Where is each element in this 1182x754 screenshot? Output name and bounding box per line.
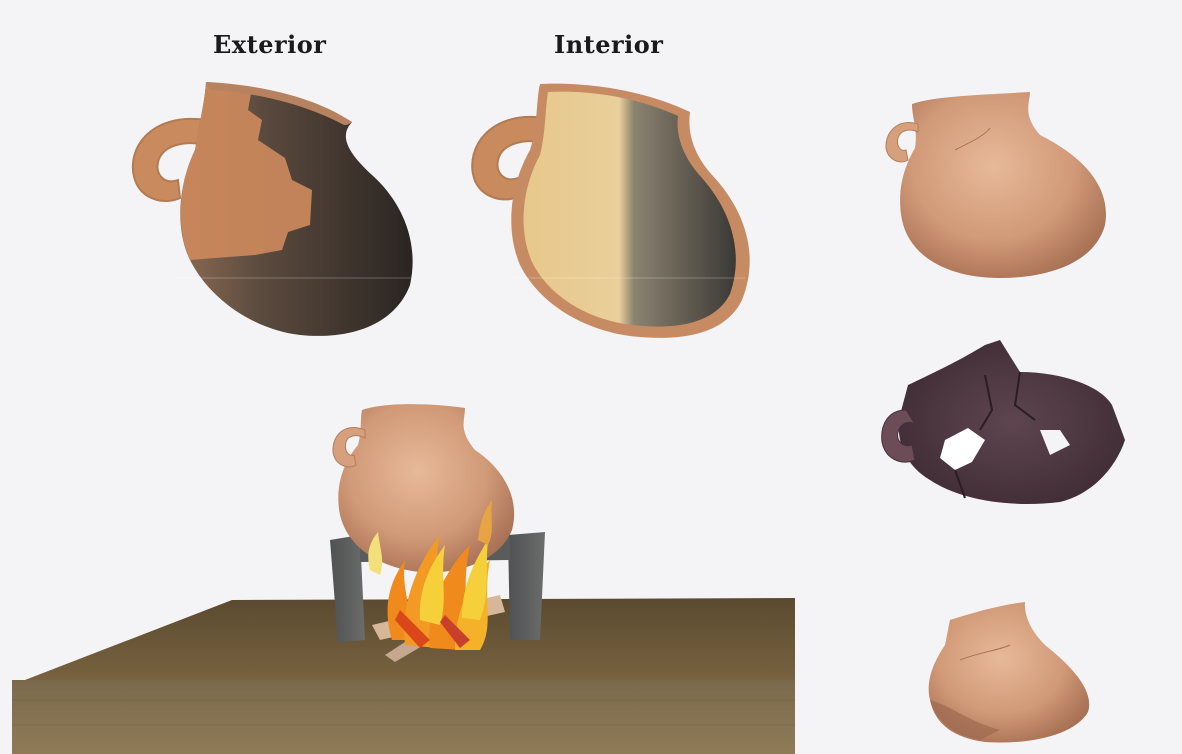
jug-photo-intact bbox=[886, 92, 1106, 278]
interior-jug-drawing bbox=[472, 84, 749, 338]
jug-photo-burnt-fragments bbox=[882, 340, 1125, 504]
exterior-jug-drawing bbox=[133, 82, 413, 336]
jug-photo-sherd bbox=[929, 602, 1090, 743]
